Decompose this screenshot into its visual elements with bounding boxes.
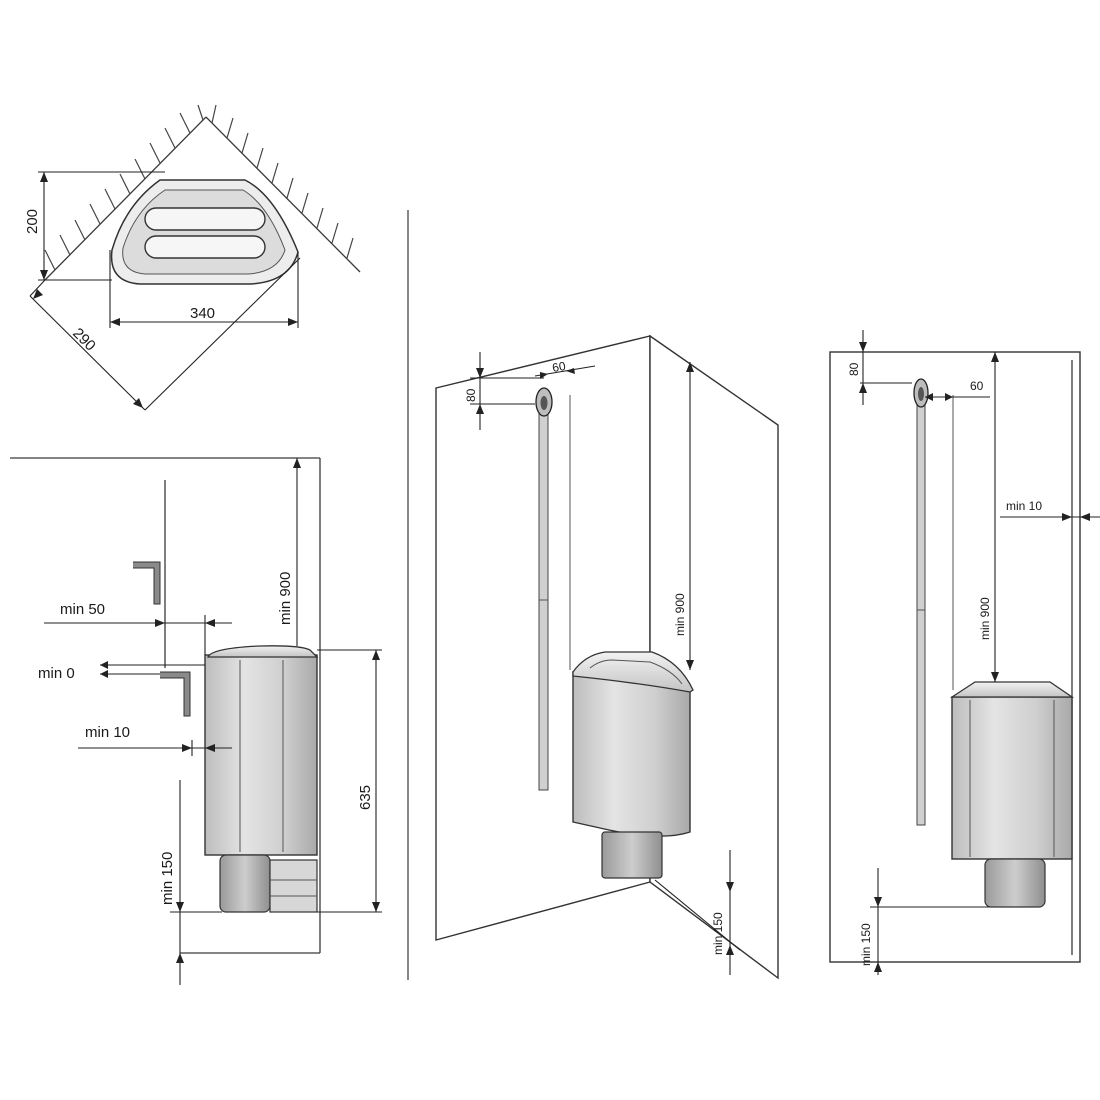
wall-sensor-rod	[916, 399, 926, 826]
side-heater-lid	[206, 645, 319, 658]
wall-min-10-label: min 10	[1006, 499, 1042, 513]
corner-60-label: 60	[551, 359, 567, 375]
corner-heater-body	[572, 671, 691, 837]
side-min-900-label: min 900	[277, 572, 294, 625]
wall-min-900-label: min 900	[978, 597, 992, 640]
side-heater-control	[269, 859, 318, 913]
corner-heater-lid	[572, 651, 694, 693]
wall-heater-base	[984, 858, 1046, 908]
top-wall-right	[205, 116, 361, 273]
side-heater-base	[219, 854, 271, 913]
side-view: min 900 min 50 min 0 min 10 635 min 150	[10, 457, 382, 985]
top-wall-left	[44, 116, 207, 281]
top-wall-hatching	[44, 104, 354, 271]
corner-view: 80 60 min 900 min 150	[435, 334, 779, 980]
lower-bracket	[160, 671, 191, 717]
side-min-0-label: min 0	[38, 665, 75, 682]
wall-60-label: 60	[970, 379, 984, 393]
corner-min-900-label: min 900	[673, 593, 687, 636]
side-min-10-label: min 10	[85, 724, 130, 741]
corner-heater-base	[601, 831, 663, 879]
corner-right-wall	[649, 334, 779, 980]
wall-view: 80 60 min 10 min 900 min 150	[829, 330, 1100, 975]
side-height-635-label: 635	[357, 785, 374, 810]
top-diagonal-label: 290	[69, 325, 99, 355]
side-min-50-label: min 50	[60, 601, 105, 618]
top-view: 200 340 290	[24, 104, 361, 411]
wall-min-150-label: min 150	[859, 923, 873, 966]
upper-bracket	[133, 561, 161, 605]
corner-sensor-rod	[538, 407, 549, 791]
side-min-150-label: min 150	[159, 852, 176, 905]
top-depth-label: 200	[24, 209, 41, 234]
corner-80-label: 80	[464, 388, 478, 402]
top-heater-slot-lower	[144, 235, 266, 259]
wall-heater-lid	[949, 681, 1075, 698]
top-heater-slot-upper	[144, 207, 266, 231]
wall-80-label: 80	[847, 362, 861, 376]
corner-min-150-label: min 150	[711, 912, 725, 955]
wall-heater-body	[951, 696, 1073, 860]
side-heater-body	[204, 654, 318, 856]
top-width-label: 340	[190, 305, 215, 322]
